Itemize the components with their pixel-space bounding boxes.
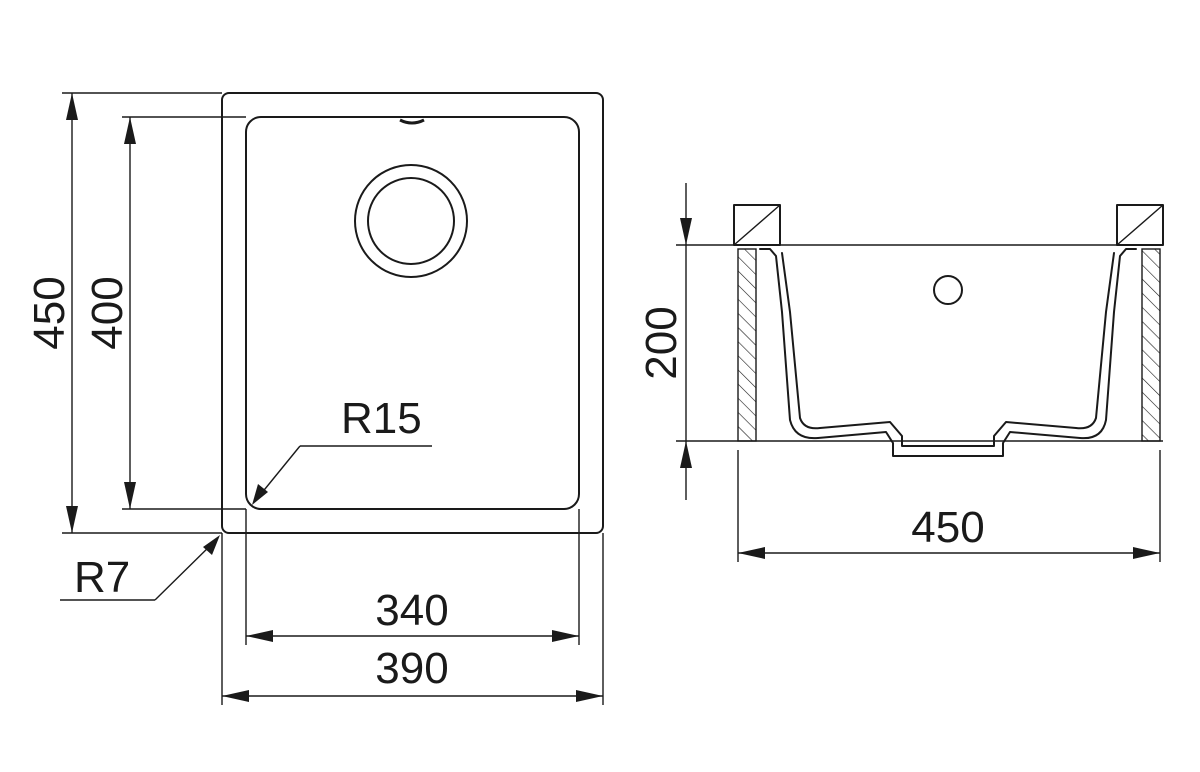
dim-inner-height: 400 bbox=[83, 116, 246, 510]
dim-inner-height-label: 400 bbox=[83, 276, 132, 349]
overflow-slot bbox=[399, 118, 425, 125]
dim-outer-width-label: 390 bbox=[375, 644, 448, 693]
dim-inner-width: 340 bbox=[245, 509, 580, 645]
leader-r7: R7 bbox=[60, 535, 220, 602]
bowl-outer-profile bbox=[759, 248, 1137, 457]
dim-inner-width-label: 340 bbox=[375, 586, 448, 635]
dim-section-width-label: 450 bbox=[911, 503, 984, 552]
radius-outer-label: R7 bbox=[74, 553, 130, 602]
dim-depth: 200 bbox=[637, 183, 692, 500]
bowl-inner-profile bbox=[781, 252, 1115, 447]
radius-inner-label: R15 bbox=[341, 394, 422, 443]
sink-inner-bowl bbox=[245, 116, 580, 510]
top-view: 450 400 R15 R7 bbox=[25, 92, 604, 705]
dim-outer-height-label: 450 bbox=[25, 276, 74, 349]
section-view: 200 450 bbox=[637, 183, 1164, 562]
section-drain-hole bbox=[933, 275, 963, 305]
dim-outer-height: 450 bbox=[25, 92, 222, 534]
sink-outer-outline bbox=[221, 92, 604, 534]
left-cabinet-wall bbox=[737, 248, 757, 442]
leader-r15: R15 bbox=[252, 394, 432, 505]
right-cabinet-wall bbox=[1141, 248, 1161, 442]
drain-outer-ring bbox=[354, 164, 468, 278]
drain-inner-ring bbox=[367, 177, 455, 265]
dim-section-width: 450 bbox=[737, 450, 1161, 562]
left-rim-block bbox=[733, 204, 781, 246]
dim-outer-width: 390 bbox=[221, 533, 604, 705]
dim-depth-label: 200 bbox=[637, 306, 686, 379]
right-rim-block bbox=[1116, 204, 1164, 246]
